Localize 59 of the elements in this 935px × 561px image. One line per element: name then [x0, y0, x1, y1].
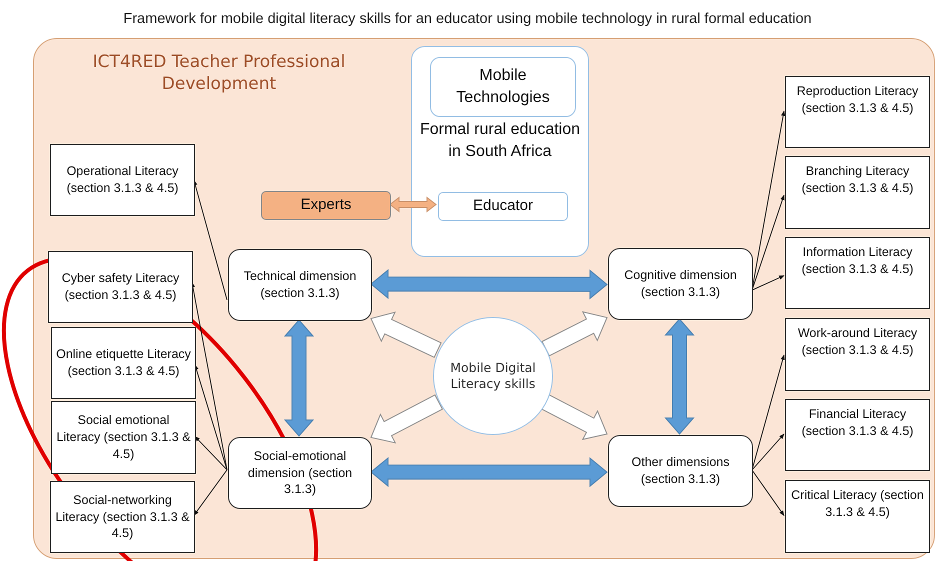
panel-label: Formal rural education in South Africa [418, 120, 582, 162]
box-label: Online etiquette Literacy (section 3.1.3 & 4.5) [56, 346, 191, 380]
box-label: Operational Literacy (section 3.1.3 & 4.5) [66, 163, 180, 197]
box-label: Social-networking Literacy (section 3.1.3 & 4.5) [55, 492, 190, 542]
diagram-title: Framework for mobile digital literacy skills for an educator using mobile technology in rural formal education [122, 11, 813, 27]
literacy-box [785, 237, 930, 309]
arrow [752, 194, 784, 291]
box-label: Technical dimension (section 3.1.3) [242, 268, 358, 302]
literacy-box [785, 399, 930, 471]
box-label: Branching Literacy (section 3.1.3 & 4.5) [800, 163, 914, 197]
box-label: Cognitive dimension (section 3.1.3) [623, 267, 738, 301]
literacy-box [51, 327, 196, 399]
dimension-box [608, 248, 753, 320]
panel-heading: ICT4RED Teacher Professional Development [92, 51, 346, 96]
arrow [190, 282, 228, 470]
literacy-box [785, 480, 930, 553]
box-label: Other dimensions (section 3.1.3) [630, 454, 730, 488]
arrow [194, 364, 228, 470]
box-label: Information Literacy (section 3.1.3 & 4.5) [800, 244, 914, 278]
context-panel [411, 46, 589, 257]
box-label: Social-emotional dimension (section 3.1.3) [246, 448, 354, 498]
arrow [194, 469, 228, 516]
box-label: Experts [300, 195, 352, 216]
educator-box [438, 192, 568, 221]
literacy-box [48, 251, 193, 323]
dimension-box [608, 435, 753, 507]
literacy-box [51, 401, 196, 474]
box-label: Critical Literacy (section 3.1.3 & 4.5) [790, 487, 925, 521]
arrow [194, 436, 228, 470]
arrow [284, 319, 314, 437]
box-label: Social emotional Literacy (section 3.1.3 & 4.5) [56, 412, 191, 463]
dimension-box [228, 437, 372, 509]
literacy-box [785, 156, 930, 229]
arrow [370, 311, 442, 358]
arrow [389, 196, 437, 213]
box-label: Reproduction Literacy (section 3.1.3 & 4.5) [796, 83, 920, 117]
literacy-box [785, 318, 930, 391]
arrow [370, 394, 444, 444]
box-label: Cyber safety Literacy (section 3.1.3 & 4.5) [60, 270, 180, 304]
box-label: Educator [472, 196, 534, 216]
box-label: Mobile Technologies [455, 66, 551, 108]
arrow [370, 456, 608, 488]
arrow [752, 470, 784, 516]
arrow [752, 434, 784, 470]
circle-label: Mobile Digital Literacy skills [450, 360, 536, 392]
box-label: Financial Literacy (section 3.1.3 & 4.5) [800, 406, 914, 440]
arrow [541, 394, 608, 440]
arrow [664, 318, 695, 435]
literacy-box [785, 76, 930, 148]
literacy-box [50, 481, 195, 553]
experts-box [261, 191, 391, 220]
arrow [370, 268, 608, 300]
box-label: Work-around Literacy (section 3.1.3 & 4.5) [796, 325, 918, 359]
arrow [752, 275, 784, 291]
literacy-box [50, 144, 195, 216]
arrow [193, 180, 228, 300]
arrow [541, 311, 608, 356]
technology-box [430, 57, 576, 117]
dimension-box [228, 249, 372, 321]
